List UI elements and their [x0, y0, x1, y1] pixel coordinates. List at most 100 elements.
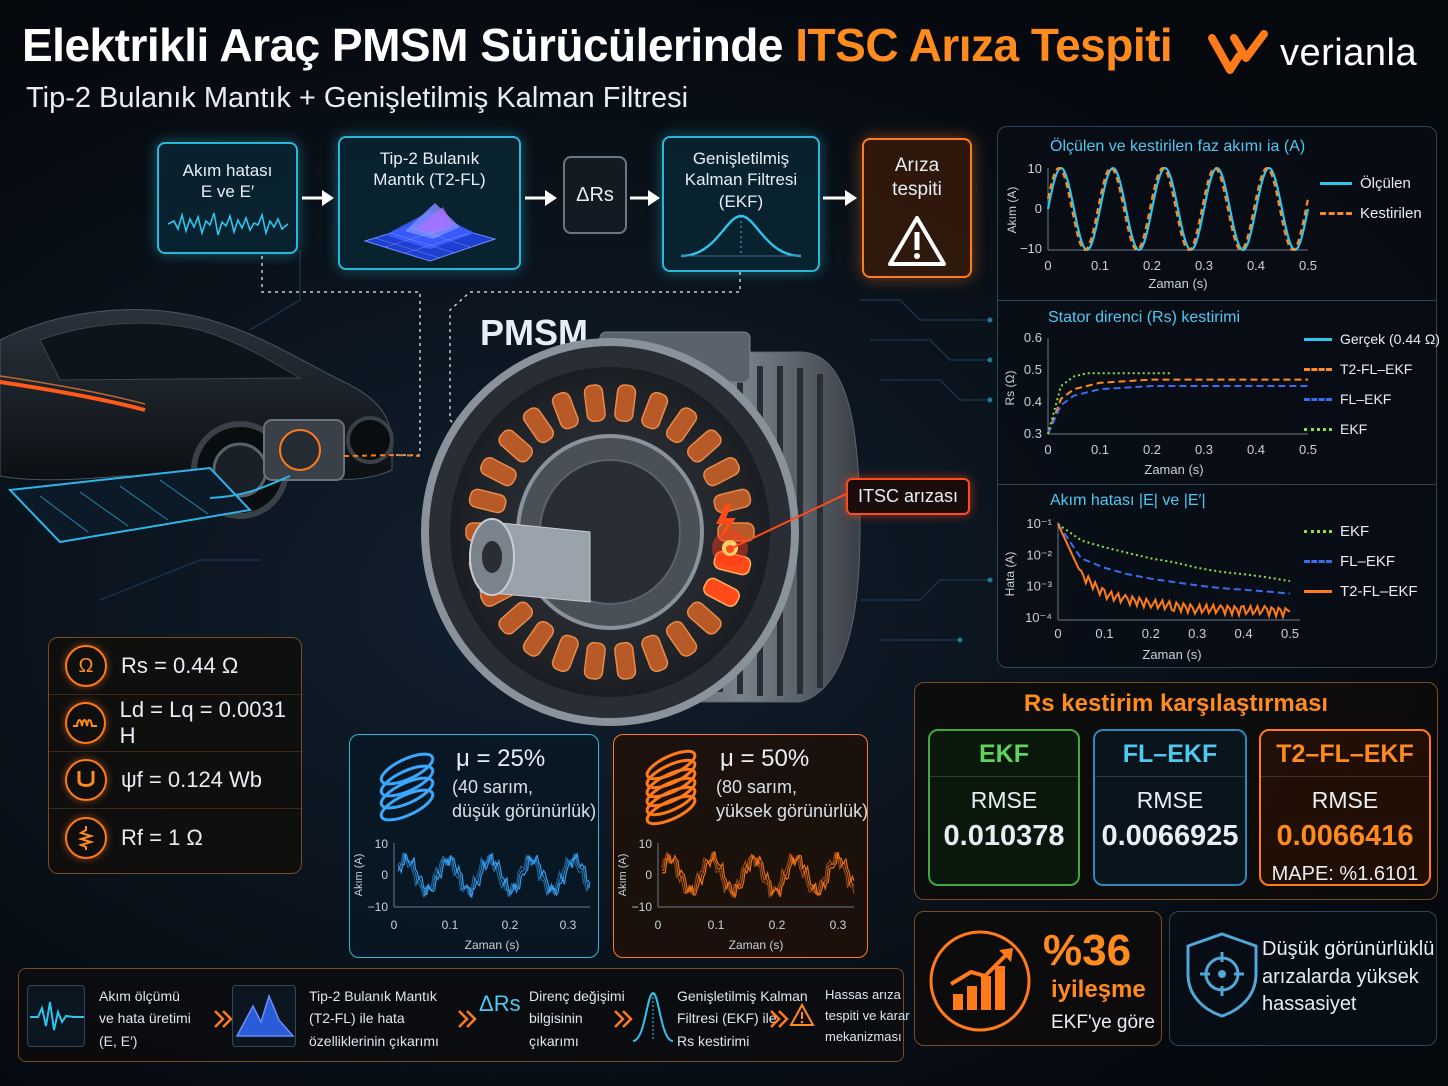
- fl-ekf-card-value: 0.0066925: [1101, 820, 1239, 852]
- logo-text: verianla: [1280, 31, 1418, 74]
- stator-coil: [713, 488, 752, 514]
- error-chart-title: Akım hatası |E| ve |E′|: [1050, 492, 1206, 509]
- param-row-psi: ψf = 0.124 Wb: [49, 752, 301, 809]
- fuzzy-features-icon: [232, 985, 296, 1047]
- param-row-rs: Ω Rs = 0.44 Ω: [49, 638, 301, 695]
- flow-box-fault-detection: Arıza tespiti: [862, 138, 972, 278]
- bottom-step-1-line3: (E, E′): [99, 1032, 138, 1049]
- rs-ytick: 0.5: [1024, 362, 1042, 377]
- stator-coil: [583, 641, 606, 680]
- phase-current-xtick: 0.3: [1195, 258, 1213, 273]
- legend-t2fl-ekf-err-label: T2-FL–EKF: [1340, 582, 1418, 600]
- flow-box-delta-rs: ΔRs: [563, 156, 627, 234]
- sensitivity-line1: Düşük görünürlüklü: [1262, 938, 1435, 960]
- legend-estimated-label: Kestirilen: [1360, 204, 1422, 222]
- stator-coil: [551, 634, 579, 673]
- param-rs: Rs = 0.44 Ω: [121, 653, 239, 678]
- phase-current-ylabel: Akım (A): [1005, 187, 1019, 234]
- stator-coil: [665, 620, 698, 657]
- phase-current-series-1: [1046, 166, 1310, 252]
- error-series-2: [1057, 523, 1291, 621]
- error-xtick: 0.4: [1235, 626, 1253, 641]
- omega-icon: Ω: [65, 645, 107, 687]
- legend-item-t2fl-ekf-err: T2-FL–EKF: [1304, 576, 1418, 606]
- magnet-icon: [65, 759, 107, 801]
- rs-legend: Gerçek (0.44 Ω) T2-FL–EKF FL–EKF EKF: [1304, 324, 1440, 444]
- mu-25-sub-line2: düşük görünürlük): [452, 801, 597, 822]
- coil-orange-icon: [645, 749, 697, 826]
- flow-box-ekf: Genişletilmiş Kalman Filtresi (EKF): [662, 136, 820, 272]
- mu-50-xlabel: Zaman (s): [729, 938, 784, 952]
- legend-item-ekf-err: EKF: [1304, 516, 1418, 546]
- error-xlabel: Zaman (s): [1142, 647, 1201, 662]
- rs-xtick: 0.3: [1195, 442, 1213, 457]
- mu-25-sub: (40 sarım,düşük görünürlük): [452, 775, 596, 824]
- stator-coil: [641, 634, 669, 673]
- stator-coil: [703, 577, 740, 607]
- flow-box-current-error-line1: Akım hatası: [182, 161, 273, 180]
- legend-item-estimated: Kestirilen: [1320, 198, 1422, 228]
- mu1-series-line: [661, 851, 855, 899]
- measurement-icon: [27, 985, 85, 1047]
- legend-measured-label: Ölçülen: [1360, 174, 1411, 192]
- error-xtick: 0.5: [1281, 626, 1299, 641]
- flow-box-fault-line2: tespiti: [892, 178, 942, 200]
- ekf-card: EKF RMSE 0.010378: [928, 729, 1080, 886]
- fl-ekf-card-name: FL–EKF: [1095, 731, 1245, 777]
- improvement-label: iyileşme: [1051, 976, 1146, 1003]
- legend-ekf-err-label: EKF: [1340, 522, 1370, 540]
- mu-50-ytick-0: 10: [639, 837, 653, 851]
- pmsm-motor-illustration: [421, 331, 861, 726]
- mu-25-xtick-3: 0.3: [560, 918, 577, 932]
- mu-25-ytick-2: −10: [368, 900, 389, 914]
- flow-box-ekf-line1: Genişletilmiş: [692, 149, 790, 168]
- small-warning-icon: [789, 1002, 815, 1026]
- top-flow-arrows: [261, 190, 857, 456]
- error-ytick: 10⁻²: [1026, 547, 1052, 562]
- mu-25-ylabel: Akım (A): [353, 854, 365, 897]
- sensitivity-panel: Düşük görünürlüklü arızalarda yüksek has…: [1169, 911, 1437, 1046]
- mu-25-panel: μ = 25% (40 sarım,düşük görünürlük) 10 0…: [349, 734, 599, 958]
- stator-coil: [498, 601, 533, 635]
- flow-box-current-error-line2: E ve E′: [200, 182, 255, 202]
- stator-coil: [687, 429, 722, 463]
- flow-box-ekf-line2: Kalman Filtresi: [684, 170, 798, 190]
- legend-t2fl-ekf-label: T2-FL–EKF: [1340, 361, 1413, 377]
- error-xtick: 0.1: [1095, 626, 1113, 641]
- error-xtick: 0.2: [1142, 626, 1160, 641]
- bottom-step-5-line2: tespiti ve karar: [825, 1007, 910, 1023]
- ekf-card-label: RMSE: [970, 787, 1038, 813]
- bottom-step-2-line2: (T2-FL) ile hata: [309, 1010, 405, 1027]
- legend-item-true-rs: Gerçek (0.44 Ω): [1304, 324, 1440, 354]
- mu1-series-line: [661, 851, 855, 899]
- bell-curve-icon: [632, 991, 674, 1042]
- flow-box-current-error: Akım hatası E ve E′: [157, 142, 298, 254]
- error-ytick: 10⁻³: [1026, 579, 1052, 594]
- phase-current-ytick-2: −10: [1020, 241, 1042, 256]
- error-ytick: 10⁻¹: [1026, 516, 1052, 531]
- phase-current-ytick-0: 10: [1028, 161, 1042, 176]
- error-xtick: 0: [1054, 626, 1061, 641]
- rs-ylabel: Rs (Ω): [1003, 371, 1017, 406]
- rs-xtick: 0: [1044, 442, 1051, 457]
- chart-divider-2: [998, 484, 1436, 485]
- stator-coil: [522, 407, 555, 444]
- mu0-series-line: [397, 852, 591, 898]
- phase-current-xtick: 0.4: [1247, 258, 1265, 273]
- stator-coil: [614, 641, 637, 680]
- mu-25-head: μ = 25%: [456, 745, 546, 772]
- sensitivity-line2: arızalarda yüksek: [1262, 965, 1419, 988]
- growth-chart-icon: [929, 930, 1031, 1032]
- mu-50-sub-line2: yüksek görünürlük): [716, 801, 869, 822]
- rs-series-2: [1047, 385, 1308, 435]
- itsc-fault-callout: ITSC arızası: [846, 478, 971, 515]
- sensitivity-line3: hassasiyet: [1262, 993, 1357, 1016]
- param-psi: ψf = 0.124 Wb: [121, 767, 263, 792]
- param-rf: Rf = 1 Ω: [121, 824, 203, 850]
- rs-series-1: [1047, 378, 1308, 435]
- flow-box-fault-line1: Arıza: [894, 155, 940, 176]
- mu-50-head: μ = 50%: [720, 745, 810, 772]
- mu-50-xtick-0: 0: [655, 918, 662, 932]
